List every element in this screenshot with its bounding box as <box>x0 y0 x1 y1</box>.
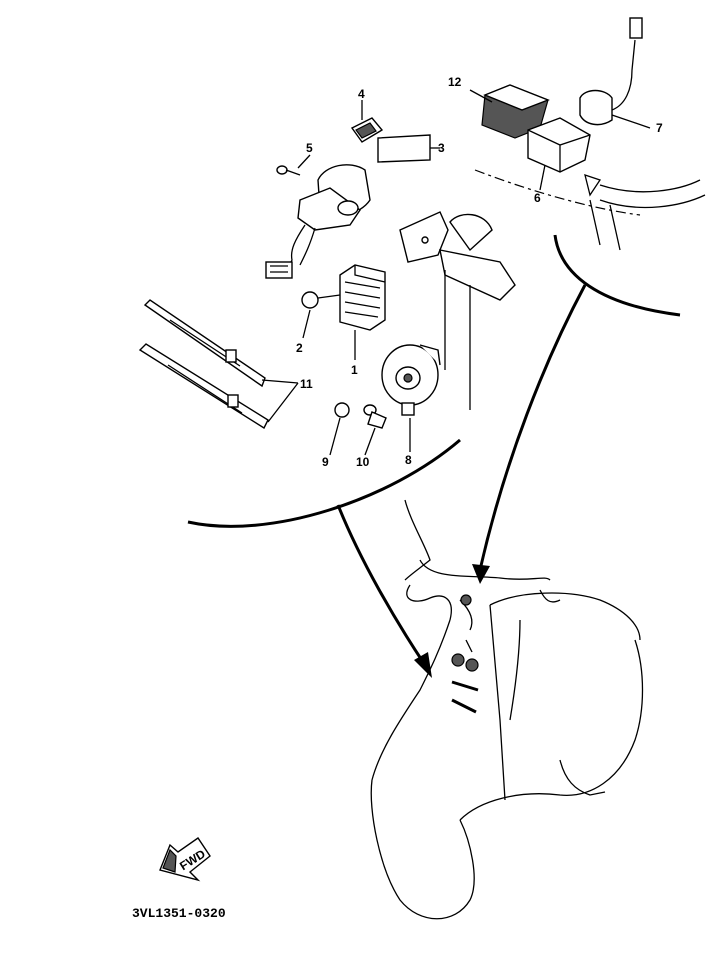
callout-3: 3 <box>438 141 445 155</box>
diagram-code: 3VL1351-0320 <box>132 906 226 921</box>
callout-6: 6 <box>534 191 541 205</box>
screw-and-collar <box>334 402 387 429</box>
scooter-body <box>370 499 644 920</box>
guide-arrows <box>187 234 681 678</box>
callout-11: 11 <box>300 377 313 391</box>
callout-5: 5 <box>306 141 313 155</box>
callout-7: 7 <box>656 121 663 135</box>
callout-10: 10 <box>356 455 370 469</box>
callout-labels: 4 5 3 12 7 6 2 1 11 9 10 8 <box>296 75 663 469</box>
rectifier-regulator <box>339 264 386 331</box>
horn-bracket <box>399 211 516 410</box>
frame-sketch <box>474 169 706 251</box>
callout-12: 12 <box>448 75 462 89</box>
main-switch-assembly <box>265 117 431 279</box>
flasher-relay <box>481 84 550 139</box>
bolt <box>301 291 341 309</box>
wire-lead <box>579 17 643 126</box>
leader-lines <box>261 89 651 456</box>
fwd-arrow-icon: FWD <box>159 837 211 882</box>
horn <box>381 344 441 416</box>
relay-cover <box>527 117 591 173</box>
cable-ties <box>138 299 269 430</box>
callout-9: 9 <box>322 455 329 469</box>
callout-8: 8 <box>405 453 412 467</box>
callout-2: 2 <box>296 341 303 355</box>
callout-1: 1 <box>351 363 358 377</box>
callout-4: 4 <box>358 87 365 101</box>
